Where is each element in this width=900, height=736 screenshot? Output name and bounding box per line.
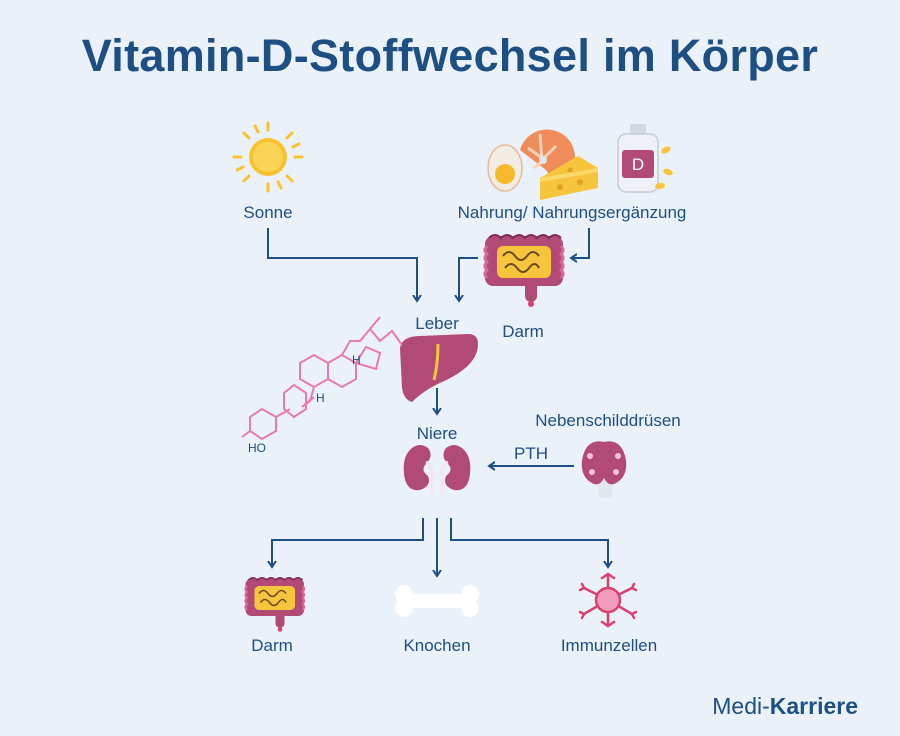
arrow-niere-to-immunzellen — [450, 518, 608, 566]
label-pth: PTH — [514, 444, 548, 463]
label-knochen: Knochen — [403, 636, 471, 655]
molecule-ho: HO — [248, 441, 266, 455]
egg-icon — [487, 144, 523, 192]
arrow-niere-to-darm — [272, 518, 424, 566]
arrow-nahrung-to-darm — [572, 228, 590, 258]
brand-part2: Karriere — [769, 693, 858, 719]
intestine-top-icon — [483, 233, 565, 309]
arrow-sonne-to-leber — [267, 228, 417, 300]
page-title: Vitamin-D-Stoffwechsel im Körper — [81, 30, 819, 81]
label-darm-bottom: Darm — [251, 636, 293, 655]
brand-logo: Medi-Karriere — [712, 693, 858, 720]
label-nebenschilddruesen: Nebenschilddrüsen — [535, 411, 681, 430]
label-leber: Leber — [415, 314, 459, 333]
sun-icon — [232, 121, 304, 193]
cheese-icon — [540, 156, 598, 200]
label-immunzellen: Immunzellen — [560, 636, 658, 655]
label-nahrung: Nahrung/ Nahrungsergänzung — [457, 203, 687, 222]
vitamin-d-molecule — [241, 316, 403, 441]
arrow-darm-to-leber — [459, 257, 478, 300]
label-niere: Niere — [416, 424, 458, 443]
molecule-h2: H — [316, 391, 325, 405]
label-sonne: Sonne — [243, 203, 293, 222]
liver-icon — [400, 334, 478, 402]
supplement-letter: D — [632, 155, 644, 174]
immune-cell-icon — [578, 572, 638, 628]
supplement-bottle-icon: D — [617, 124, 673, 193]
kidneys-icon — [403, 445, 471, 494]
label-darm-top: Darm — [502, 322, 544, 341]
thyroid-icon — [581, 441, 627, 498]
molecule-h1: H — [352, 353, 361, 367]
bone-icon — [395, 585, 479, 617]
arrows — [267, 228, 608, 575]
brand-part1: Medi- — [712, 693, 770, 719]
intestine-bottom-icon — [244, 576, 306, 633]
